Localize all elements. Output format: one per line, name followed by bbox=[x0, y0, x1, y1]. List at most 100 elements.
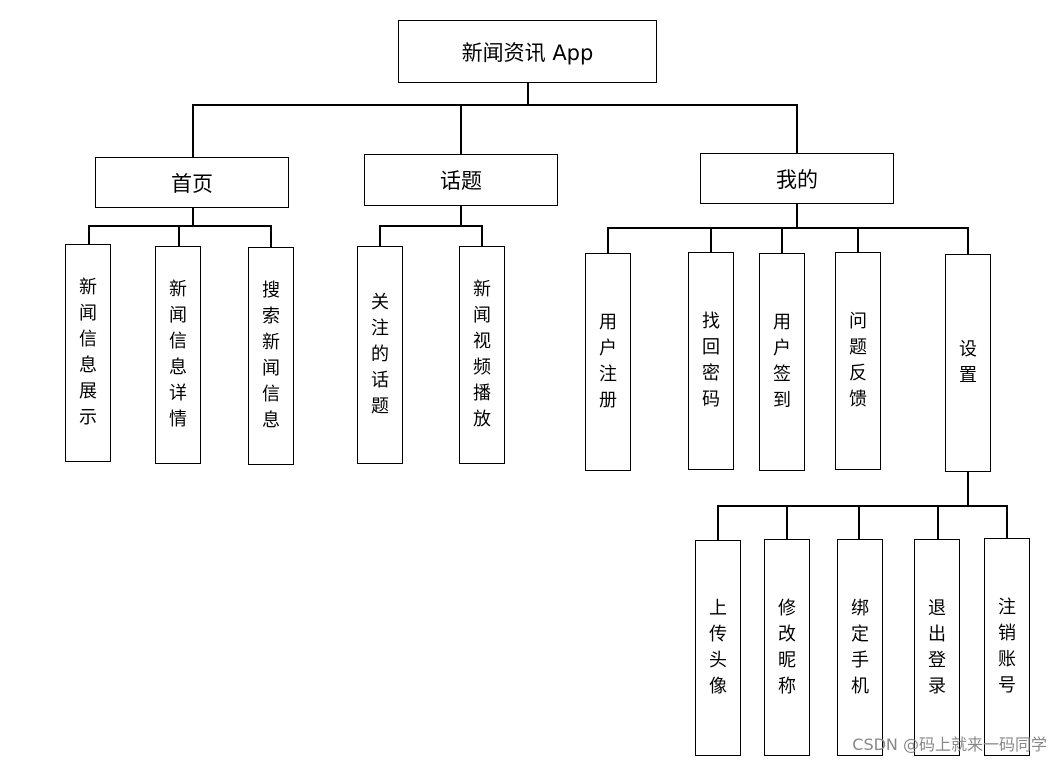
connector bbox=[781, 227, 783, 253]
node-char: 传 bbox=[709, 624, 727, 645]
connector bbox=[796, 204, 798, 228]
node-char: 话 bbox=[371, 370, 389, 391]
node-char: 信 bbox=[169, 331, 187, 352]
root-label: 新闻资讯 App bbox=[461, 40, 594, 65]
node-char: 息 bbox=[262, 410, 280, 431]
node-char: 注 bbox=[998, 597, 1016, 618]
connector bbox=[937, 505, 939, 539]
node-char: 新 bbox=[473, 279, 491, 300]
node-char: 详 bbox=[169, 383, 187, 404]
connector bbox=[379, 225, 483, 227]
node-char: 注 bbox=[599, 364, 617, 385]
connector bbox=[796, 104, 798, 153]
node-char: 反 bbox=[849, 363, 867, 384]
node-char: 称 bbox=[778, 675, 796, 697]
connector bbox=[379, 225, 381, 246]
connector bbox=[460, 104, 462, 154]
node-char: 新 bbox=[79, 277, 97, 298]
node-topics: 话题 bbox=[364, 154, 558, 206]
node-char: 闻 bbox=[79, 303, 97, 324]
node-char: 播 bbox=[473, 383, 491, 404]
connector bbox=[607, 227, 609, 253]
node-home: 首页 bbox=[95, 157, 289, 208]
node-char: 定 bbox=[851, 623, 869, 645]
node-char: 机 bbox=[851, 675, 869, 697]
node-checkin: 用户签到 bbox=[759, 253, 805, 471]
node-char: 题 bbox=[849, 337, 867, 358]
node-mine: 我的 bbox=[700, 153, 894, 204]
node-char: 账 bbox=[998, 649, 1016, 670]
node-char: 退 bbox=[928, 597, 946, 619]
node-char: 信 bbox=[262, 384, 280, 405]
node-char: 头 bbox=[709, 650, 727, 671]
node-char: 修 bbox=[778, 597, 796, 619]
connector bbox=[857, 227, 859, 252]
node-news-search: 搜索新闻信息 bbox=[248, 247, 294, 465]
node-char: 昵 bbox=[778, 649, 796, 671]
node-char: 改 bbox=[778, 623, 796, 645]
node-followed-topics: 关注的话题 bbox=[357, 246, 403, 464]
node-news-video: 新闻视频播放 bbox=[459, 246, 505, 464]
connector bbox=[527, 83, 529, 105]
connector bbox=[717, 505, 1008, 507]
node-char: 息 bbox=[169, 357, 187, 378]
connector bbox=[967, 227, 969, 254]
node-char: 上 bbox=[709, 598, 727, 619]
connector bbox=[460, 206, 462, 226]
node-char: 新 bbox=[262, 332, 280, 353]
node-bind-phone: 绑定手机 bbox=[837, 539, 883, 756]
connector bbox=[710, 227, 712, 252]
node-char: 频 bbox=[473, 357, 491, 378]
connector bbox=[178, 225, 180, 246]
node-char: 户 bbox=[599, 338, 617, 359]
watermark: CSDN @码上就来一码同学 bbox=[852, 735, 1047, 754]
connector bbox=[192, 104, 798, 106]
node-change-nickname: 修改昵称 bbox=[764, 539, 810, 756]
node-recover-password: 找回密码 bbox=[688, 252, 734, 470]
node-char: 设 bbox=[959, 339, 977, 360]
node-news-detail: 新闻信息详情 bbox=[155, 246, 201, 464]
root-node: 新闻资讯 App bbox=[398, 20, 657, 83]
node-char: 手 bbox=[851, 649, 869, 671]
node-char: 置 bbox=[959, 365, 977, 386]
node-delete-account: 注销账号 bbox=[984, 538, 1030, 756]
node-char: 示 bbox=[79, 407, 97, 428]
node-char: 题 bbox=[371, 396, 389, 417]
connector bbox=[88, 225, 272, 227]
node-char: 闻 bbox=[473, 305, 491, 326]
node-char: 码 bbox=[702, 389, 720, 410]
node-char: 登 bbox=[928, 649, 946, 671]
node-register: 用户注册 bbox=[585, 253, 631, 471]
node-mine-label: 我的 bbox=[776, 167, 818, 192]
connector bbox=[786, 505, 788, 539]
node-char: 录 bbox=[928, 675, 946, 697]
node-char: 视 bbox=[473, 331, 491, 352]
node-char: 搜 bbox=[262, 280, 280, 301]
node-char: 绑 bbox=[851, 597, 869, 619]
node-char: 用 bbox=[773, 312, 791, 333]
node-char: 找 bbox=[702, 311, 720, 332]
node-char: 签 bbox=[773, 364, 791, 385]
connector bbox=[192, 104, 194, 157]
node-news-display: 新闻信息展示 bbox=[65, 244, 111, 462]
node-char: 新 bbox=[169, 279, 187, 300]
connector bbox=[1006, 505, 1008, 538]
node-char: 户 bbox=[773, 338, 791, 359]
node-settings: 设置 bbox=[945, 254, 991, 472]
connector bbox=[607, 227, 969, 229]
connector bbox=[858, 505, 860, 539]
node-char: 闻 bbox=[262, 358, 280, 379]
node-char: 信 bbox=[79, 329, 97, 350]
node-char: 闻 bbox=[169, 305, 187, 326]
connector bbox=[717, 505, 719, 540]
node-char: 问 bbox=[849, 311, 867, 332]
connector bbox=[88, 225, 90, 244]
node-char: 馈 bbox=[849, 389, 867, 410]
node-char: 关 bbox=[371, 292, 389, 313]
node-topics-label: 话题 bbox=[440, 169, 482, 193]
connector bbox=[481, 225, 483, 246]
node-char: 密 bbox=[702, 363, 720, 384]
node-char: 注 bbox=[371, 318, 389, 339]
node-char: 放 bbox=[473, 409, 491, 430]
node-char: 情 bbox=[169, 409, 187, 430]
